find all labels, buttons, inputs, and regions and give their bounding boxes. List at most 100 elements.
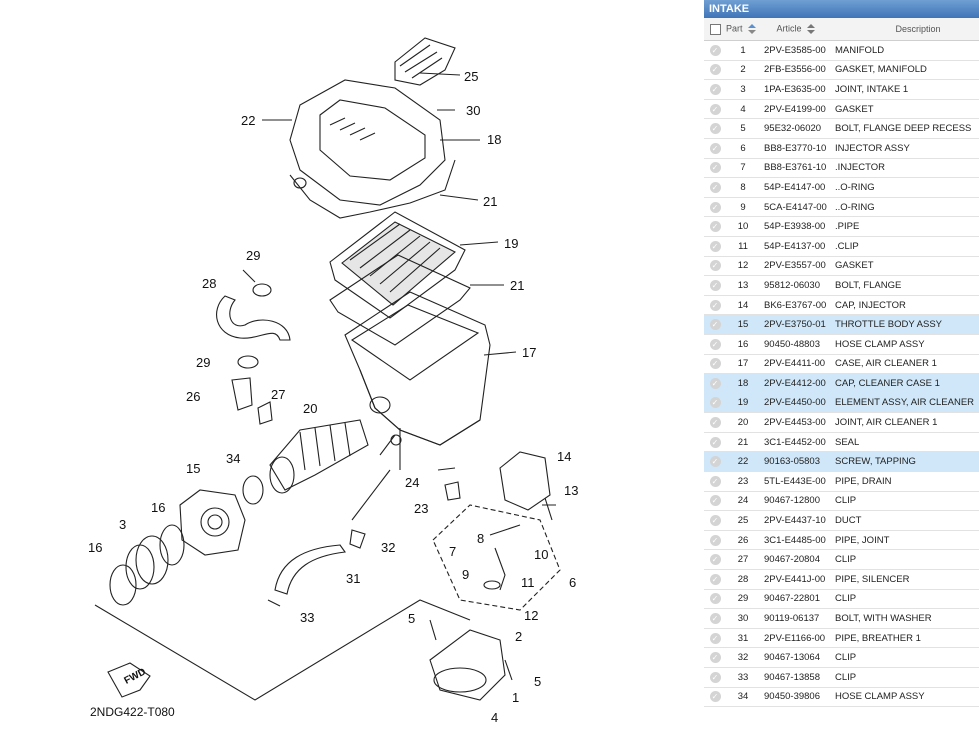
article-number[interactable]: 54P-E4137-00: [760, 236, 832, 257]
row-check-icon[interactable]: ✓: [704, 687, 726, 708]
row-check-icon[interactable]: ✓: [704, 451, 726, 473]
row-check-icon[interactable]: ✓: [704, 667, 726, 688]
row-check-icon[interactable]: ✓: [704, 177, 726, 198]
article-number[interactable]: 54P-E4147-00: [760, 177, 832, 198]
row-check-icon[interactable]: ✓: [704, 138, 726, 159]
article-number[interactable]: 90450-39806: [760, 687, 832, 708]
row-check-icon[interactable]: ✓: [704, 236, 726, 257]
row-check-icon[interactable]: ✓: [704, 471, 726, 492]
article-number[interactable]: 90467-22801: [760, 589, 832, 610]
article-number[interactable]: 2PV-E4450-00: [760, 393, 832, 414]
article-number[interactable]: 90163-05803: [760, 451, 832, 473]
row-check-icon[interactable]: ✓: [704, 314, 726, 335]
row-check-icon[interactable]: ✓: [704, 510, 726, 531]
article-number[interactable]: 95E32-06020: [760, 118, 832, 139]
article-number[interactable]: 95812-06030: [760, 275, 832, 296]
row-check-icon[interactable]: ✓: [704, 530, 726, 551]
row-check-icon[interactable]: ✓: [704, 216, 726, 237]
article-number[interactable]: 2PV-E3557-00: [760, 256, 832, 277]
row-check-icon[interactable]: ✓: [704, 608, 726, 629]
article-number[interactable]: 2FB-E3556-00: [760, 60, 832, 81]
row-check-icon[interactable]: ✓: [704, 79, 726, 100]
row-check-icon[interactable]: ✓: [704, 197, 726, 218]
row-check-icon[interactable]: ✓: [704, 354, 726, 375]
article-number[interactable]: 2PV-E4199-00: [760, 99, 832, 120]
row-check-icon[interactable]: ✓: [704, 569, 726, 590]
row-check-icon[interactable]: ✓: [704, 60, 726, 81]
row-check-icon[interactable]: ✓: [704, 118, 726, 139]
article-number[interactable]: 5TL-E443E-00: [760, 471, 832, 492]
article-number[interactable]: 90467-20804: [760, 549, 832, 571]
row-check-icon[interactable]: ✓: [704, 295, 726, 316]
row-check-icon[interactable]: ✓: [704, 158, 726, 179]
article-number[interactable]: 3C1-E4452-00: [760, 432, 832, 453]
article-number[interactable]: 90467-12800: [760, 491, 832, 512]
row-check-icon[interactable]: ✓: [704, 99, 726, 120]
row-check-icon[interactable]: ✓: [704, 491, 726, 512]
row-check-icon[interactable]: ✓: [704, 334, 726, 355]
row-check-icon[interactable]: ✓: [704, 40, 726, 61]
article-number[interactable]: 2PV-E3585-00: [760, 40, 832, 61]
column-header-part[interactable]: Part: [726, 18, 760, 41]
row-check-icon[interactable]: ✓: [704, 275, 726, 296]
row-check-icon[interactable]: ✓: [704, 628, 726, 649]
article-number[interactable]: 90450-48803: [760, 334, 832, 355]
article-number[interactable]: 90119-06137: [760, 608, 832, 629]
article-number[interactable]: BB8-E3770-10: [760, 138, 832, 159]
article-number[interactable]: 2PV-E4437-10: [760, 510, 832, 531]
article-number[interactable]: 2PV-E441J-00: [760, 569, 832, 590]
row-check-icon[interactable]: ✓: [704, 589, 726, 610]
article-number[interactable]: 2PV-E4411-00: [760, 354, 832, 375]
row-check-icon[interactable]: ✓: [704, 256, 726, 277]
article-number[interactable]: 54P-E3938-00: [760, 216, 832, 237]
column-header-description[interactable]: Description: [832, 18, 979, 41]
column-header-article[interactable]: Article: [760, 18, 832, 41]
article-number[interactable]: 1PA-E3635-00: [760, 79, 832, 100]
article-number[interactable]: 2PV-E4412-00: [760, 373, 832, 394]
article-number[interactable]: 2PV-E3750-01: [760, 314, 832, 335]
row-check-icon[interactable]: ✓: [704, 373, 726, 394]
row-check-icon[interactable]: ✓: [704, 549, 726, 571]
article-number[interactable]: 90467-13858: [760, 667, 832, 688]
row-check-icon[interactable]: ✓: [704, 412, 726, 433]
article-number[interactable]: 2PV-E4453-00: [760, 412, 832, 433]
article-number[interactable]: 90467-13064: [760, 647, 832, 668]
article-number[interactable]: 5CA-E4147-00: [760, 197, 832, 218]
select-all-checkbox[interactable]: [704, 18, 726, 41]
row-check-icon[interactable]: ✓: [704, 393, 726, 414]
article-number[interactable]: BB8-E3761-10: [760, 158, 832, 179]
